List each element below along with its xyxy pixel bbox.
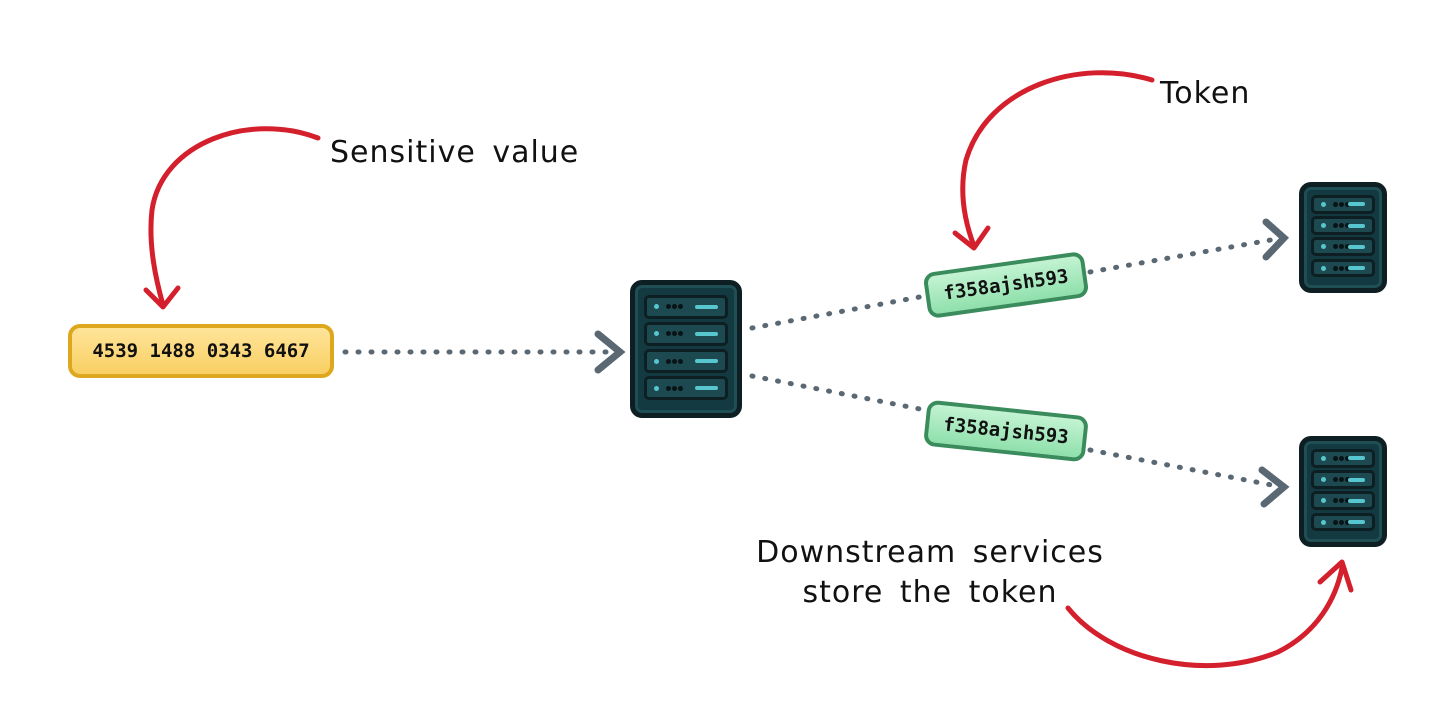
annotation-arrowhead-token [952, 225, 991, 251]
downstream-label-line2: store the token [802, 575, 1058, 610]
server-rack-slot [1311, 216, 1375, 235]
flow-arrowhead-server-to-top [1262, 218, 1290, 261]
annotation-arrowhead-sensitive [143, 285, 181, 310]
annotation-arrow-downstream [1065, 565, 1345, 669]
card-number-card: 4539 1488 0343 6467 [68, 324, 334, 378]
downstream-server-top-icon [1299, 182, 1387, 293]
downstream-label-line1: Downstream services [756, 535, 1104, 570]
server-rack-slot [1311, 470, 1375, 489]
tokenization-server-icon [630, 280, 742, 418]
sensitive-value-label: Sensitive value [330, 135, 580, 170]
flow-arrowhead-value-to-server [594, 330, 626, 374]
flow-arrowhead-server-to-bottom [1258, 466, 1290, 508]
server-rack-slot [1311, 195, 1375, 214]
server-rack-slot [1311, 449, 1375, 468]
flow-arrow-server-to-top [749, 235, 1285, 331]
downstream-server-bottom-icon [1299, 436, 1387, 547]
server-rack-slot [644, 322, 728, 346]
annotation-arrow-token [960, 70, 1155, 249]
server-rack-slot [1311, 491, 1375, 511]
server-rack-slot [644, 376, 728, 401]
server-rack-slot [1311, 237, 1375, 257]
server-rack-slot [644, 295, 728, 319]
server-rack-slot [1311, 258, 1375, 278]
token-label: Token [1160, 76, 1251, 111]
flow-arrow-server-to-bottom [749, 373, 1285, 490]
server-rack-slot [1311, 512, 1375, 532]
annotation-arrowhead-downstream [1317, 559, 1354, 593]
annotation-arrow-sensitive [148, 126, 321, 308]
server-rack-slot [644, 349, 728, 373]
downstream-label: Downstream services store the token [740, 533, 1120, 613]
